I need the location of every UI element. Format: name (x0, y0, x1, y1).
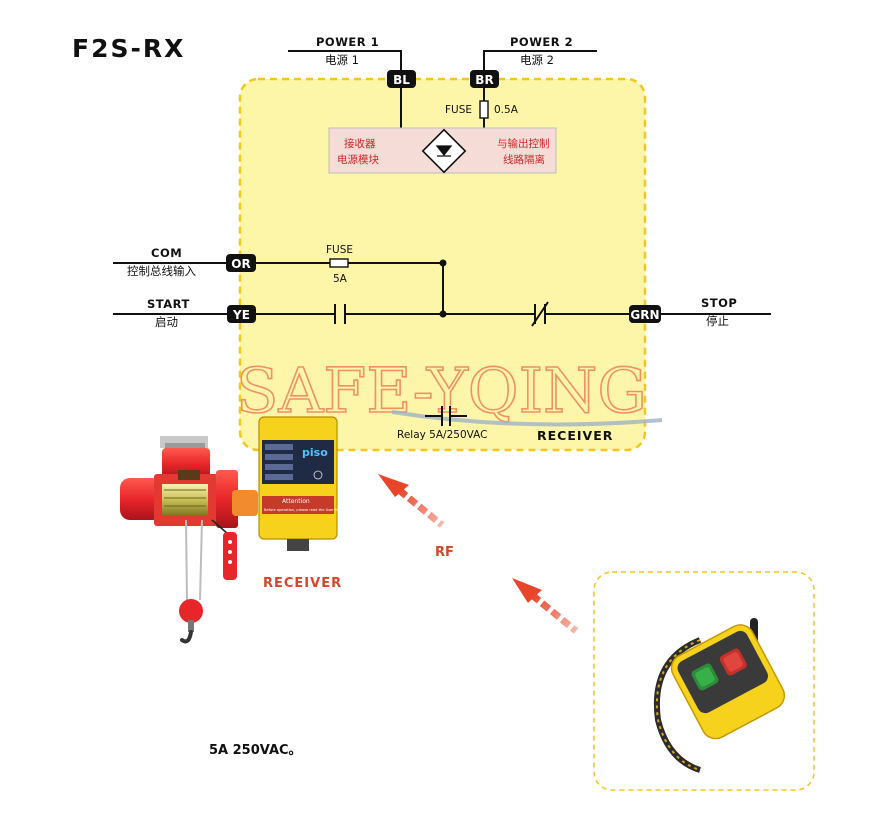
com-cn: 控制总线输入 (127, 264, 196, 278)
ye-tag-text: YE (232, 308, 250, 322)
rf-arrow-upper (378, 474, 445, 528)
diode-icon (435, 145, 453, 157)
diagram-title: F2S-RX (72, 34, 185, 63)
hoist-image (120, 436, 258, 644)
power2-label: POWER 2 (510, 35, 573, 49)
grn-tag (629, 305, 661, 323)
or-tag (226, 254, 256, 272)
relay-symbol (425, 406, 467, 426)
power1-cn: 电源 1 (325, 53, 359, 67)
receiver-device-image: piso Attention Before operation, please … (258, 416, 348, 551)
power-module-left-1: 接收器 (344, 137, 376, 150)
device-attention-text: Before operation, please read the User M… (264, 508, 348, 512)
bl-tag (387, 70, 416, 88)
start-label: START (147, 297, 190, 311)
relay-label: Relay 5A/250VAC (397, 429, 487, 441)
fuse-top-symbol (479, 100, 489, 119)
stop-label: STOP (701, 296, 737, 310)
bottom-note: 5A 250VAC。 (209, 743, 302, 758)
fuse-top-label: FUSE (445, 104, 472, 116)
or-tag-text: OR (231, 257, 250, 271)
receiver-caption: RECEIVER (263, 576, 342, 591)
com-label: COM (151, 246, 182, 260)
start-junction (439, 310, 447, 318)
ye-tag (227, 305, 256, 323)
power-module-right-1: 与输出控制 (497, 137, 550, 150)
power-module-right-2: 线路隔离 (503, 153, 545, 166)
device-brand: piso (302, 446, 328, 459)
power2-cn: 电源 2 (520, 53, 554, 67)
power1-label: POWER 1 (316, 35, 379, 49)
remote-transmitter-image (654, 618, 786, 773)
br-tag (470, 70, 499, 88)
device-attention-title: Attention (282, 498, 310, 505)
nc-contact-symbol (531, 301, 549, 327)
fuse-mid-label: FUSE (326, 244, 353, 256)
grn-tag-text: GRN (630, 308, 659, 322)
no-contact-symbol (334, 304, 346, 324)
fuse-top-value: 0.5A (494, 104, 519, 116)
rf-arrow-lower (512, 578, 579, 634)
watermark-swoosh (391, 410, 663, 427)
fuse-mid-value: 5A (333, 273, 348, 285)
com-junction (439, 259, 447, 267)
rf-label: RF (435, 545, 454, 560)
br-tag-text: BR (475, 73, 493, 87)
power-module-left-2: 电源模块 (337, 153, 379, 166)
fuse-mid-symbol (329, 258, 349, 268)
start-cn: 启动 (155, 315, 178, 329)
stop-cn: 停止 (706, 314, 729, 328)
receiver-box-label: RECEIVER (537, 428, 613, 443)
bl-tag-text: BL (393, 73, 410, 87)
